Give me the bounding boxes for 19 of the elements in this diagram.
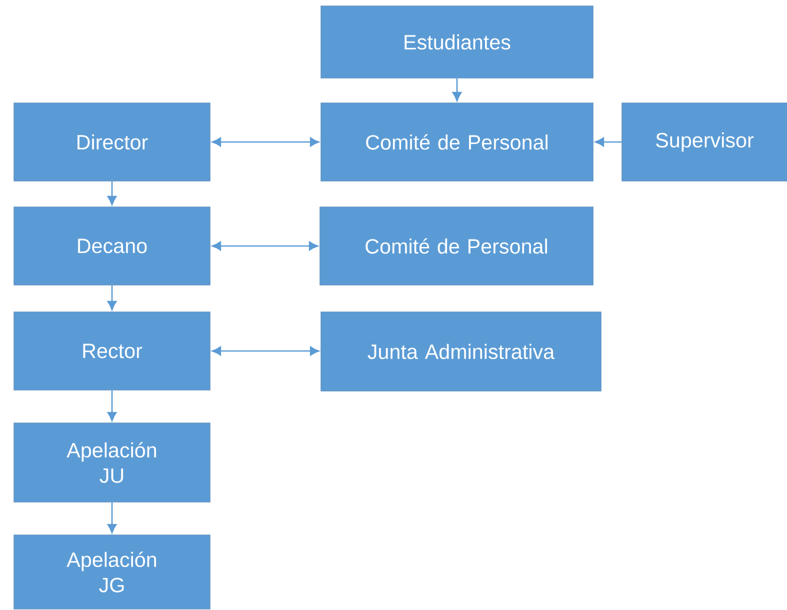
process-box: Rector bbox=[14, 312, 210, 390]
arrow bbox=[212, 137, 320, 147]
arrow bbox=[212, 241, 318, 251]
arrow bbox=[594, 137, 622, 147]
process-box: Supervisor bbox=[622, 102, 787, 182]
process-box: Estudiantes bbox=[320, 6, 594, 78]
arrow bbox=[107, 390, 117, 422]
arrow bbox=[107, 285, 117, 310]
process-box: Decano bbox=[14, 206, 210, 286]
arrow bbox=[107, 502, 117, 534]
process-box: Apelación JG bbox=[14, 534, 210, 610]
process-box: Junta Administrativa bbox=[320, 312, 602, 392]
process-box: Comité de Personal bbox=[320, 206, 594, 286]
arrow bbox=[107, 181, 117, 206]
process-box: Director bbox=[14, 102, 210, 182]
arrow bbox=[452, 78, 462, 102]
process-box: Comité de Personal bbox=[320, 102, 594, 182]
arrow bbox=[212, 346, 320, 356]
process-box: Apelación JU bbox=[14, 422, 210, 502]
